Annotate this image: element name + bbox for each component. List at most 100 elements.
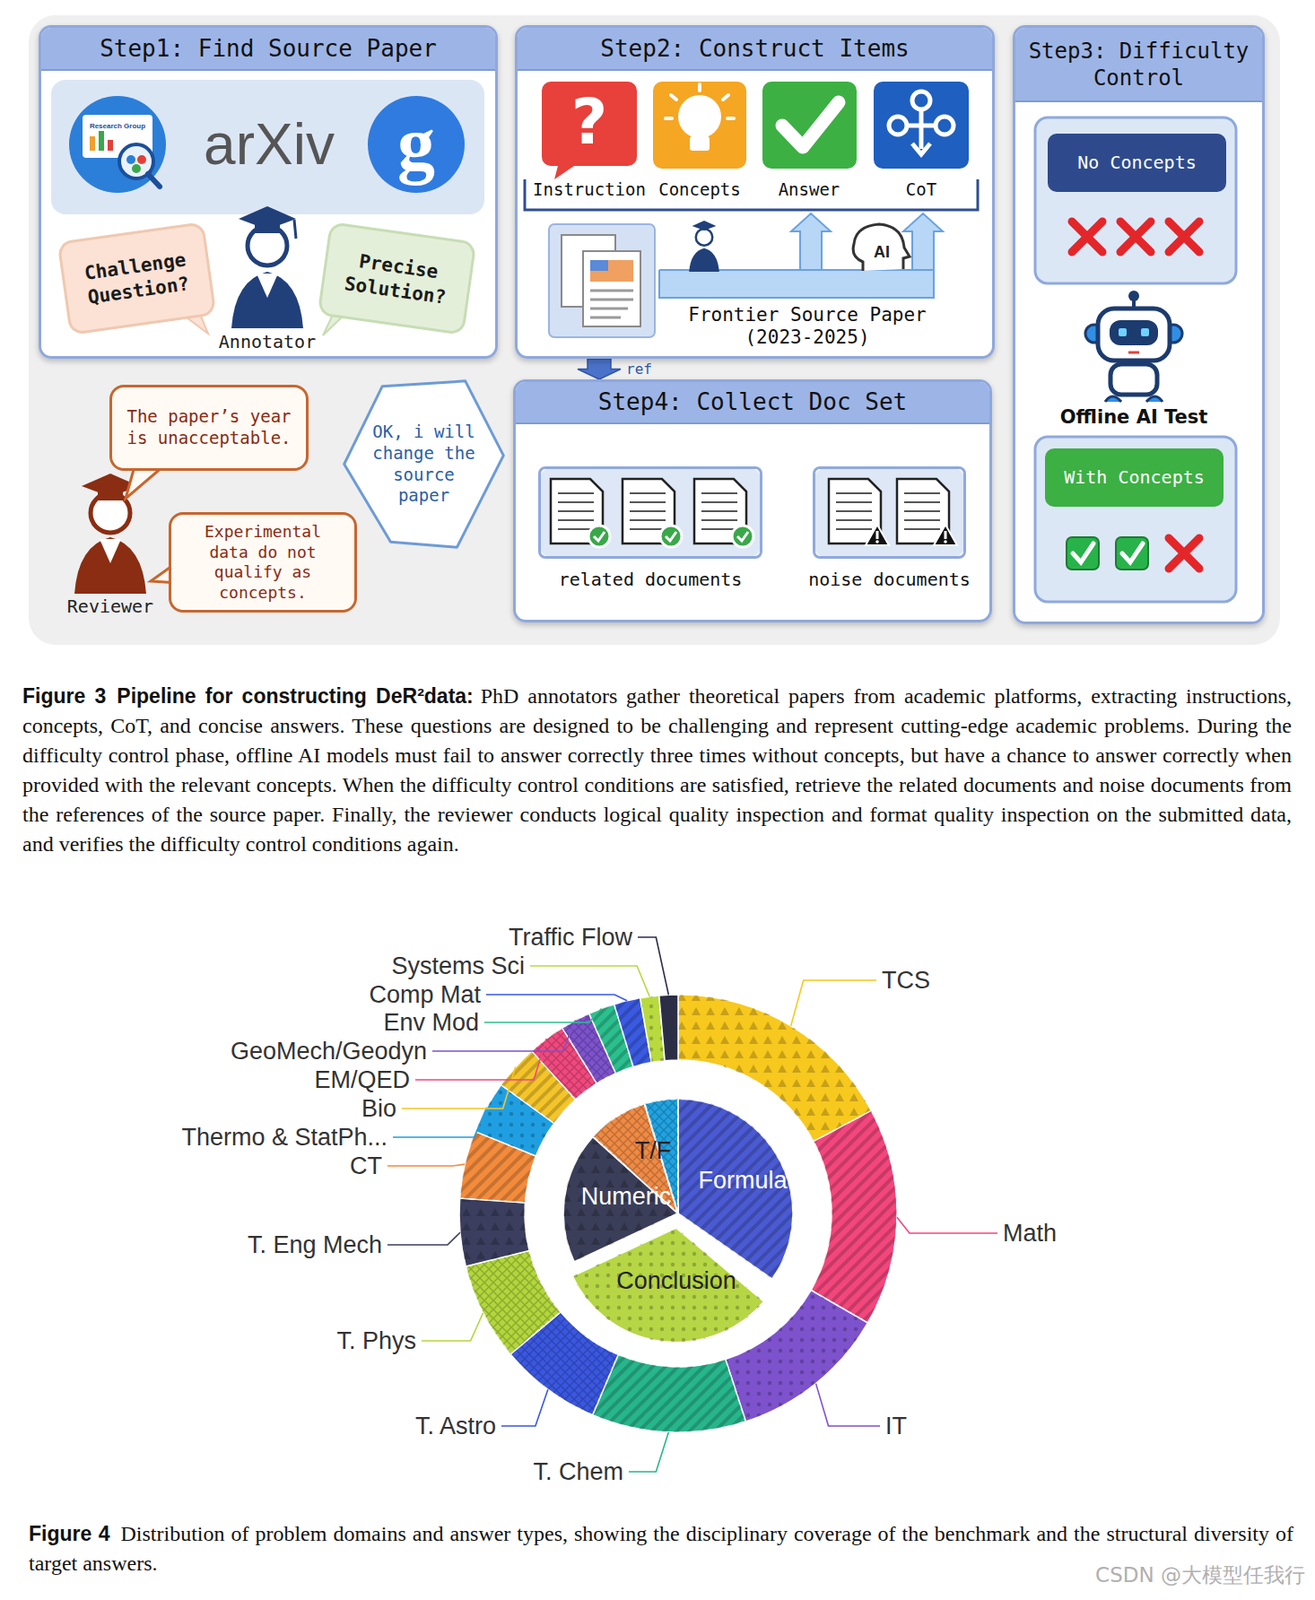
text-label: T. Astro	[415, 1411, 497, 1441]
text-label: Offline AI Test	[1060, 406, 1209, 429]
leader-line	[387, 937, 998, 1472]
scholar-icon	[367, 95, 465, 193]
leader-line	[401, 1067, 516, 1109]
leader-line	[816, 1384, 880, 1427]
ring-segment	[592, 1354, 747, 1433]
annotator-figure	[294, 219, 297, 239]
bubble-outline	[344, 381, 505, 548]
ring-segment	[459, 1198, 530, 1267]
ring-segment	[659, 994, 679, 1062]
text-label: CSDN @大模型任我行	[1095, 1563, 1306, 1589]
annotator-small	[688, 220, 720, 272]
research-icon	[69, 95, 166, 193]
annotator-small	[696, 228, 713, 245]
robot-icon	[1085, 290, 1183, 402]
text-label: Step1: Find Source Paper	[99, 34, 437, 64]
document-icon	[904, 528, 941, 531]
robot-icon	[1140, 328, 1150, 337]
text-label: CT	[349, 1151, 383, 1181]
text-label: PhD annotators gather theoretical papers…	[22, 684, 1292, 856]
cross-mark	[1168, 538, 1200, 569]
document-icon	[701, 501, 738, 504]
document-icon	[875, 539, 880, 544]
text-label: Precise Solution?	[331, 246, 462, 311]
speech-bubble: Challenge Question?	[56, 221, 217, 336]
answer-icon	[762, 81, 857, 169]
text-label: Conclusion	[616, 1266, 737, 1296]
source-paper-icon	[590, 290, 634, 318]
document-icon	[836, 519, 872, 522]
document-icon	[701, 519, 738, 522]
ai-head-icon	[853, 224, 910, 271]
document-icon	[943, 539, 948, 544]
reference-arrow	[577, 358, 621, 380]
text-label: T. Eng Mech	[247, 1230, 383, 1260]
reply-bubble: OK, i will change the source paper	[340, 377, 507, 551]
text-label: Step3: Difficulty Control	[1022, 37, 1255, 92]
logo-band	[51, 79, 485, 215]
reviewer-figure	[97, 489, 123, 501]
panel-header: Step2: Construct Items	[517, 27, 993, 71]
text-label: Env Mod	[383, 1008, 479, 1037]
document-icon	[701, 528, 738, 531]
text-label: CoT	[905, 179, 937, 201]
text-label: ?	[571, 84, 609, 160]
text-label: Reviewer	[67, 595, 154, 618]
leader-line	[387, 1232, 461, 1246]
leader-line	[486, 994, 628, 1002]
annotator-figure	[256, 273, 279, 298]
document-icon	[557, 519, 594, 522]
check-mark	[1066, 537, 1149, 570]
cot-icon	[912, 91, 931, 110]
research-icon	[148, 174, 160, 187]
document-icon	[629, 501, 666, 504]
text-label: Thermo & StatPh...	[181, 1123, 388, 1152]
panel-fill	[516, 26, 993, 358]
leader-line	[421, 1313, 484, 1342]
document-icon	[593, 531, 605, 541]
concepts-icon	[689, 136, 710, 151]
document-icon	[701, 492, 738, 495]
robot-icon	[1109, 320, 1159, 346]
concepts-icon	[665, 84, 734, 119]
ring-segment	[465, 1250, 561, 1354]
document-icon	[904, 501, 941, 504]
logo-band	[51, 79, 485, 215]
panel-fill	[40, 26, 497, 358]
text-label: Challenge Question?	[71, 246, 202, 311]
document-icon	[660, 525, 682, 548]
robot-icon	[1105, 396, 1163, 402]
document-group: noise documents	[812, 466, 967, 559]
ring-segment	[810, 1110, 897, 1324]
document-icon	[701, 510, 738, 513]
robot-icon	[1118, 328, 1127, 337]
research-icon	[107, 139, 114, 151]
ring-segment	[592, 1354, 747, 1433]
feed-arrows	[659, 213, 943, 298]
speech-bubble: Experimental data do not qualify as conc…	[168, 512, 358, 613]
text-label: Math	[1002, 1219, 1057, 1248]
text-label: Formula	[697, 1166, 787, 1195]
text-label: Traffic Flow	[508, 923, 633, 952]
panel-fill	[539, 468, 761, 558]
text-label: Figure 3	[22, 684, 106, 708]
cot-icon	[873, 81, 969, 169]
figure-ground	[28, 15, 1281, 645]
test-box	[1035, 117, 1237, 284]
text-label: No Concepts	[1077, 151, 1196, 175]
panel-fill	[1014, 26, 1263, 623]
concepts-icon	[653, 81, 747, 169]
document-icon	[836, 501, 872, 504]
concepts-icon	[678, 95, 722, 139]
item-bracket	[524, 179, 978, 210]
answer-icon	[762, 81, 857, 169]
source-paper-icon	[548, 224, 655, 338]
text-label: OK, i will change the source paper	[371, 421, 477, 507]
research-icon	[126, 155, 136, 165]
leader-line	[896, 1217, 998, 1234]
step-panel: Step1: Find Source PaperChallenge Questi…	[38, 25, 498, 359]
text-label: IT	[885, 1411, 907, 1441]
text-label: Step4: Collect Doc Set	[598, 387, 907, 418]
robot-icon	[1110, 364, 1158, 395]
document-icon	[904, 519, 941, 522]
